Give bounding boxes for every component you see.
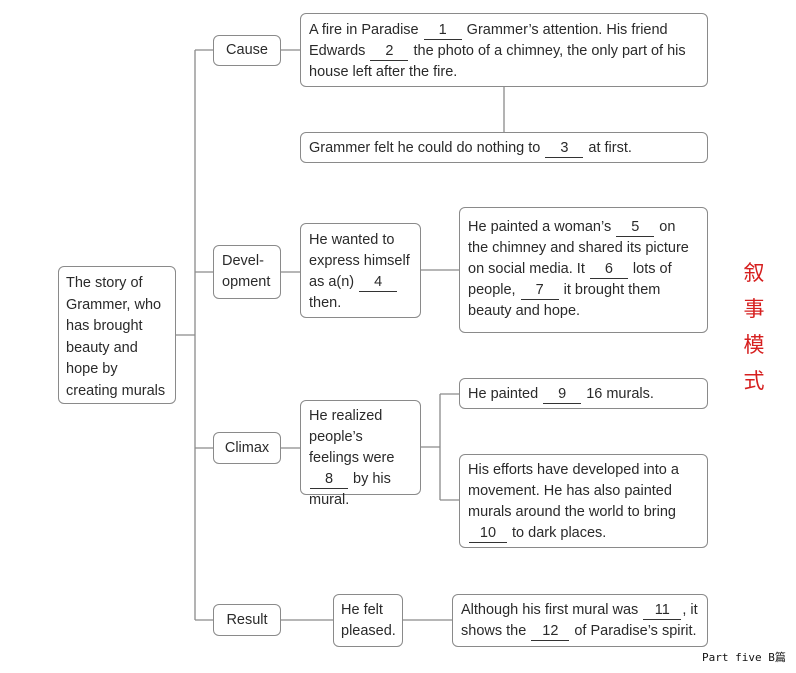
side-char-2: 事 [743,297,765,321]
blank-3: 3 [545,140,584,158]
root-topic: The story of Grammer, who has brought be… [58,266,176,404]
side-char-3: 模 [743,333,765,357]
blank-2: 2 [370,43,409,61]
development-box-1: He wanted to express himself as a(n) 4 t… [300,223,421,318]
blank-9: 9 [543,386,582,404]
narrative-mode-label: 叙 事 模 式 [738,255,770,399]
branch-development-label: Devel- opment [222,253,271,290]
branch-cause-label: Cause [226,42,268,58]
blank-10: 10 [469,525,507,543]
cause-box-2: Grammer felt he could do nothing to 3 at… [300,132,708,163]
result-box-2: Although his first mural was 11, it show… [452,594,708,647]
side-char-4: 式 [743,369,765,393]
branch-climax-label: Climax [224,439,270,456]
development-box-2: He painted a woman’s 5 on the chimney an… [459,207,708,333]
branch-development: Devel- opment [213,245,281,299]
side-char-1: 叙 [743,261,765,285]
blank-11: 11 [643,602,682,620]
footer-caption: Part five B篇 [702,651,786,664]
climax-box-3: His efforts have developed into a moveme… [459,454,708,548]
blank-7: 7 [520,282,559,300]
blank-8: 8 [310,471,348,489]
blank-12: 12 [531,623,570,641]
root-topic-text: The story of Grammer, who has brought be… [66,275,166,399]
blank-4: 4 [359,274,398,292]
climax-box-2: He painted 9 16 murals. [459,378,708,409]
branch-result: Result [213,604,281,636]
cause-box-1: A fire in Paradise 1 Grammer’s attention… [300,13,708,87]
blank-1: 1 [423,22,462,40]
blank-5: 5 [616,219,655,237]
blank-6: 6 [589,261,628,279]
branch-cause: Cause [213,35,281,66]
branch-climax: Climax [213,432,281,464]
branch-result-label: Result [226,611,268,628]
climax-box-1: He realized people’s feelings were 8 by … [300,400,421,508]
result-box-1: He felt pleased. [333,594,403,647]
